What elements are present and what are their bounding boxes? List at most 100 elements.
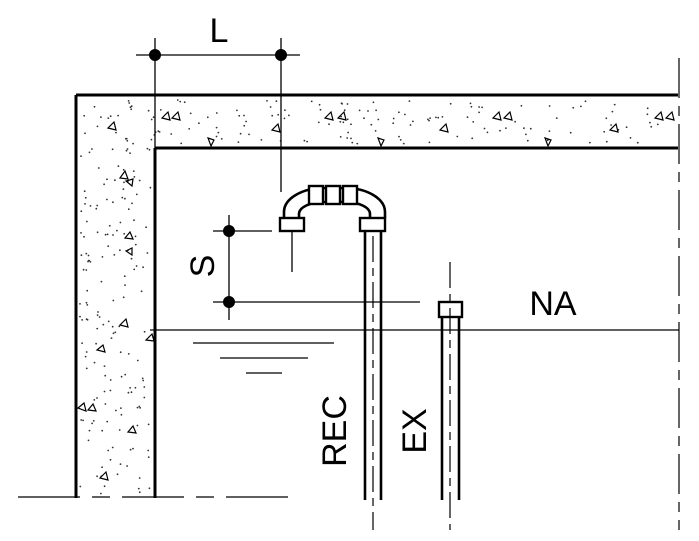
concrete-dot <box>478 111 480 114</box>
concrete-dot <box>139 407 142 409</box>
concrete-dot <box>116 229 118 232</box>
recirculation-pipe <box>278 184 387 530</box>
concrete-dot <box>91 422 93 425</box>
concrete-dot <box>130 105 133 108</box>
concrete-dot <box>96 125 99 128</box>
concrete-dot <box>514 120 516 123</box>
concrete-dot <box>111 446 114 449</box>
concrete-dot <box>86 220 88 223</box>
pipe-coupling <box>278 216 306 233</box>
dim-s-label: S <box>184 255 222 278</box>
concrete-dot <box>133 268 136 271</box>
concrete-dot <box>625 126 628 129</box>
concrete-dot <box>613 103 616 106</box>
concrete-dot <box>346 137 349 139</box>
concrete-dot <box>176 99 179 101</box>
concrete-dot <box>98 316 101 318</box>
concrete-dot <box>269 106 272 108</box>
dimension-l-right-node <box>275 49 287 61</box>
concrete-dot <box>89 205 92 207</box>
concrete-dot <box>79 315 81 318</box>
concrete-dot <box>135 193 138 196</box>
concrete-dot <box>95 207 98 210</box>
concrete-dot <box>104 374 107 377</box>
dimension-l <box>136 38 300 192</box>
concrete-dot <box>138 491 141 494</box>
concrete-dot <box>584 100 587 103</box>
concrete-dot <box>134 386 137 389</box>
concrete-dot <box>128 102 131 104</box>
concrete-dot <box>646 113 649 116</box>
concrete-dot <box>505 127 507 129</box>
concrete-dot <box>206 116 209 119</box>
concrete-dot <box>106 198 108 201</box>
concrete-dot <box>275 100 278 103</box>
concrete-dot <box>133 219 135 222</box>
concrete-dot <box>109 379 112 381</box>
concrete-dot <box>392 122 395 125</box>
concrete-dot <box>96 327 99 330</box>
concrete-dot <box>147 456 150 458</box>
concrete-dot <box>546 139 549 142</box>
concrete-dot <box>147 449 150 452</box>
concrete-dot <box>243 114 245 117</box>
concrete-dot <box>109 115 112 118</box>
concrete-dot <box>317 121 320 124</box>
concrete-dot <box>80 419 83 421</box>
concrete-dot <box>112 201 114 204</box>
concrete-dot <box>97 311 99 313</box>
concrete-dot <box>88 259 91 262</box>
concrete-dot <box>375 109 377 112</box>
concrete-dot <box>104 233 107 236</box>
concrete-dot <box>363 117 365 120</box>
concrete-dot <box>81 319 83 321</box>
concrete-dot <box>83 235 85 238</box>
concrete-dot <box>318 103 321 106</box>
concrete-dot <box>157 130 160 133</box>
exhaust-pipe <box>437 262 464 530</box>
concrete-dot <box>132 170 135 173</box>
concrete-dot <box>525 133 527 136</box>
concrete-dot <box>183 101 186 104</box>
concrete-dot <box>118 325 121 328</box>
dimension-s-bottom-node <box>223 296 235 308</box>
concrete-dot <box>343 109 346 112</box>
concrete-dot <box>356 142 359 145</box>
concrete-dot <box>198 122 200 125</box>
concrete-dot <box>117 114 119 117</box>
concrete-fill <box>76 95 678 498</box>
concrete-dot <box>84 203 86 205</box>
concrete-dot <box>328 123 330 126</box>
concrete-dot <box>143 330 146 333</box>
concrete-dot <box>529 127 532 130</box>
concrete-dot <box>93 361 96 364</box>
concrete-dot <box>449 102 452 105</box>
concrete-dot <box>472 121 475 123</box>
concrete-dot <box>145 226 148 229</box>
concrete-dot <box>96 314 99 316</box>
dim-l-label: L <box>210 12 229 50</box>
concrete-dot <box>478 106 480 108</box>
concrete-dot <box>95 342 97 345</box>
concrete-dot <box>466 116 469 119</box>
concrete-dot <box>310 100 313 103</box>
concrete-dot <box>125 149 128 152</box>
concrete-dot <box>347 131 349 134</box>
concrete-dot <box>138 405 141 408</box>
concrete-dot <box>483 127 486 130</box>
concrete-dot <box>548 105 551 107</box>
dimension-s-top-node <box>223 225 235 237</box>
concrete-dot <box>150 118 153 121</box>
concrete-dot <box>427 118 429 121</box>
concrete-structure <box>74 93 678 498</box>
concrete-dot <box>80 232 82 234</box>
concrete-dot <box>115 409 117 412</box>
water-level <box>150 329 679 374</box>
concrete-dot <box>85 252 88 255</box>
concrete-dot <box>367 110 369 112</box>
concrete-dot <box>147 423 150 426</box>
concrete-dot <box>83 190 86 193</box>
concrete-dot <box>288 114 290 117</box>
exhaust-pipe-label: EX <box>396 408 434 453</box>
